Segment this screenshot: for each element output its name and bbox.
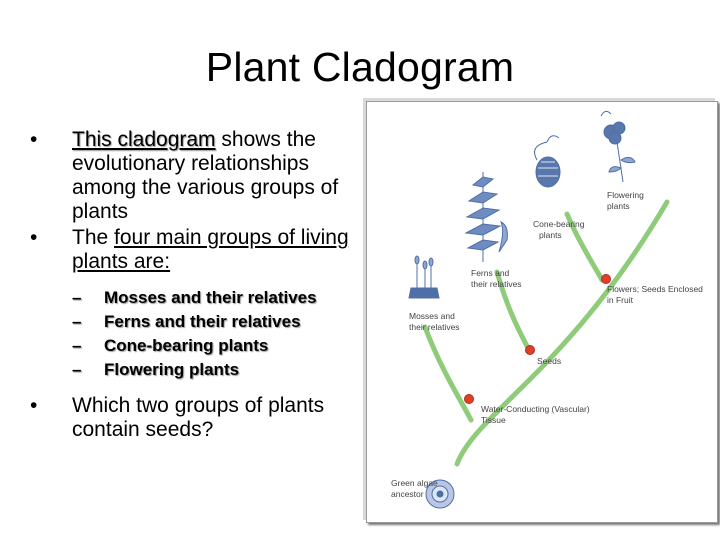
label-flowers-line1: Flowers; Seeds Enclosed (607, 284, 703, 294)
node-seeds (525, 345, 535, 355)
node-flowers (601, 274, 611, 284)
node-vascular (464, 394, 474, 404)
slide-title: Plant Cladogram (205, 44, 515, 90)
label-mosses-line2: their relatives (409, 322, 460, 332)
bullet-list: • This cladogram shows the evolutionary … (30, 128, 360, 442)
label-mosses-line1: Mosses and (409, 311, 455, 321)
bullet-cladogram-description: • This cladogram shows the evolutionary … (30, 128, 360, 224)
label-flowering-line1: Flowering (607, 190, 644, 200)
label-ferns-line2: their relatives (471, 279, 522, 289)
group-label: Ferns and their relatives (104, 312, 301, 331)
dash-marker: – (72, 312, 82, 331)
label-flowering-line2: plants (607, 201, 630, 211)
bullet-marker: • (30, 128, 38, 151)
plant-groups-list: – Mosses and their relatives – Ferns and t… (30, 286, 360, 382)
label-cone-line1: Cone-bearing (533, 219, 585, 229)
bullet-four-groups: • The four main groups of living plants … (30, 226, 360, 274)
question-text: Which two groups of plants contain seeds… (72, 394, 325, 441)
bullet-marker: • (30, 226, 38, 249)
group-label: Cone-bearing plants (104, 336, 269, 355)
cladogram-branches (422, 199, 670, 467)
fern-illustration (464, 172, 508, 262)
group-ferns: – Ferns and their relatives (72, 310, 360, 334)
dash-marker: – (72, 360, 82, 379)
group-cone-bearing: – Cone-bearing plants (72, 334, 360, 358)
group-flowering: – Flowering plants (72, 358, 360, 382)
group-label: Mosses and their relatives (104, 288, 317, 307)
flower-illustration (600, 110, 636, 183)
dash-marker: – (72, 336, 82, 355)
four-groups-term: four main groups of living plants are: (72, 226, 349, 273)
label-seeds: Seeds (537, 356, 561, 366)
cone-illustration (534, 135, 561, 188)
cladogram-term: This cladogram (72, 128, 216, 151)
bullet-text: shows the evolutionary relationships amo… (72, 128, 339, 223)
bullet-text: The (72, 226, 115, 249)
label-cone-line2: plants (539, 230, 562, 240)
branch-ferns (494, 269, 532, 353)
label-ancestor-line2: ancestor (391, 489, 424, 499)
cladogram-svg: Mosses and their relatives Ferns and the… (391, 110, 703, 509)
main-trunk (454, 199, 670, 467)
bullet-question: • Which two groups of plants contain see… (30, 394, 360, 442)
label-ferns-line1: Ferns and (471, 268, 510, 278)
label-vascular-line2: Tissue (481, 415, 506, 425)
dash-marker: – (72, 288, 82, 307)
cladogram-nodes (464, 274, 611, 404)
group-mosses: – Mosses and their relatives (72, 286, 360, 310)
bullet-marker: • (30, 394, 38, 417)
label-vascular-line1: Water-Conducting (Vascular) (481, 404, 590, 414)
algae-ancestor-illustration (425, 479, 455, 509)
cladogram-figure: Mosses and their relatives Ferns and the… (366, 101, 718, 523)
group-label: Flowering plants (104, 360, 240, 379)
label-ancestor-line1: Green algae (391, 478, 438, 488)
moss-illustration (408, 255, 440, 299)
label-flowers-line2: in Fruit (607, 295, 634, 305)
branch-mosses (422, 324, 474, 423)
branch-cone-bearing (564, 211, 605, 283)
